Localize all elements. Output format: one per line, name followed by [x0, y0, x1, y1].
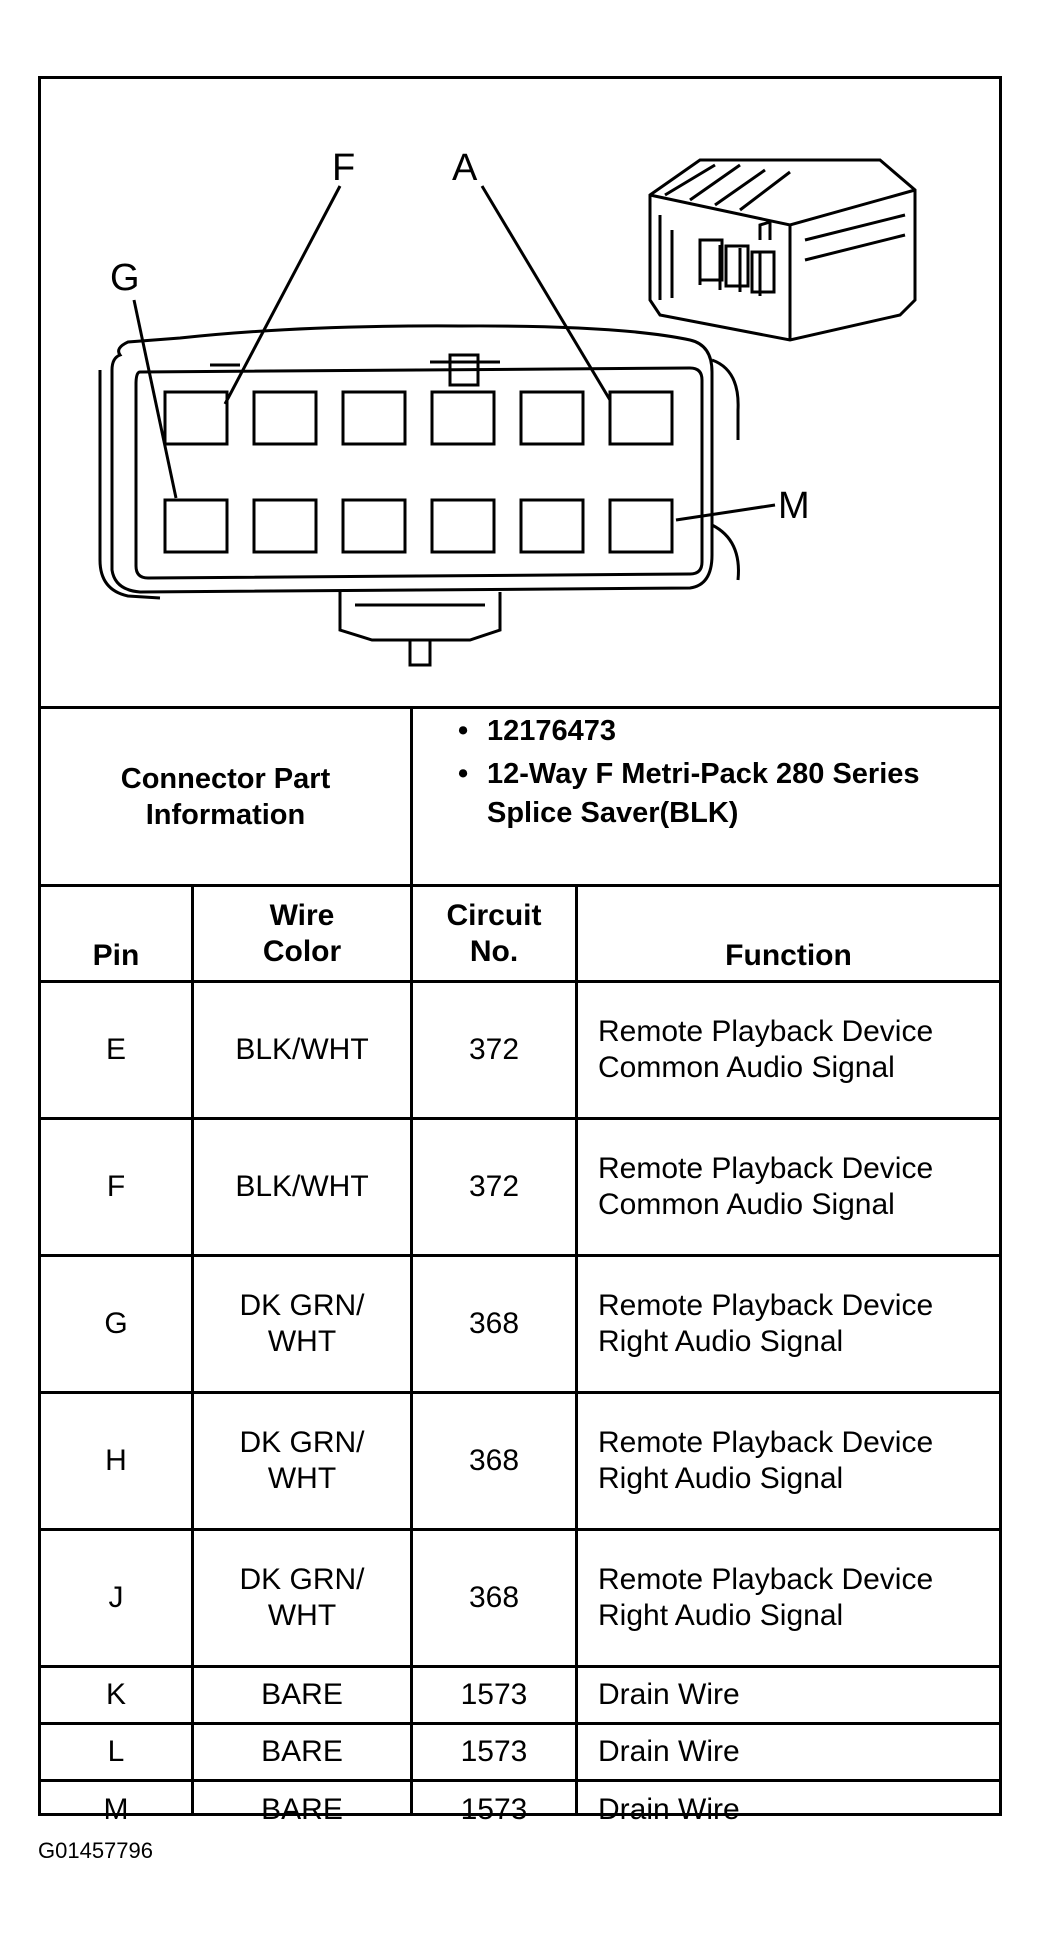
table-row-divider — [38, 1722, 1002, 1725]
connector-right-lug-lower — [711, 523, 740, 581]
callout-leader-f — [223, 185, 342, 405]
part-info-item: 12-Way F Metri-Pack 280 Series Splice Sa… — [452, 755, 992, 833]
pin-cavity-top-2 — [252, 390, 318, 446]
figure-id: G01457796 — [38, 1838, 153, 1863]
table-cell-wire-color: BARE — [261, 1678, 343, 1711]
table-cell-function: Remote Playback Device Common Audio Sign… — [598, 1015, 934, 1084]
callout-leader-m — [675, 503, 776, 522]
pin-cavity-bottom-2 — [252, 498, 318, 554]
header-circuit-no: Circuit No. — [446, 898, 542, 968]
callout-leader-a — [480, 185, 612, 401]
table-cell-pin: E — [105, 1033, 126, 1066]
part-info-item: 12176473 — [452, 712, 992, 751]
table-cell-function: Remote Playback Device Right Audio Signa… — [598, 1563, 934, 1632]
table-cell-wire-color: DK GRN/ WHT — [239, 1426, 365, 1495]
table-cell-pin: M — [103, 1793, 129, 1826]
table-cell-pin: H — [105, 1444, 127, 1477]
table-cell-function: Drain Wire — [598, 1793, 740, 1826]
connector-bottom-tab — [338, 592, 502, 642]
pin-cavity-top-5 — [519, 390, 585, 446]
table-row-divider — [38, 1779, 1002, 1782]
table-row-divider — [38, 1528, 1002, 1531]
table-cell-pin: K — [105, 1678, 126, 1711]
connector-latch — [448, 353, 480, 387]
table-cell-pin: L — [107, 1735, 125, 1768]
table-cell-pin: F — [106, 1170, 126, 1203]
table-row-divider — [38, 1391, 1002, 1394]
table-row-divider — [38, 1254, 1002, 1257]
callout-a: A — [452, 147, 478, 189]
table-cell-wire-color: DK GRN/ WHT — [239, 1563, 365, 1632]
table-column-divider — [191, 887, 194, 1813]
table-cell-wire-color: DK GRN/ WHT — [239, 1289, 365, 1358]
table-row-divider — [38, 1665, 1002, 1668]
table-cell-wire-color: BLK/WHT — [235, 1170, 369, 1203]
table-cell-circuit-no: 1573 — [460, 1678, 528, 1711]
table-cell-function: Drain Wire — [598, 1735, 740, 1768]
table-cell-circuit-no: 368 — [468, 1581, 520, 1614]
pin-cavity-bottom-1 — [163, 498, 229, 554]
pin-cavity-top-4 — [430, 390, 496, 446]
table-cell-circuit-no: 372 — [468, 1170, 520, 1203]
table-cell-function: Drain Wire — [598, 1678, 740, 1711]
table-cell-circuit-no: 368 — [468, 1444, 520, 1477]
header-function: Function — [725, 939, 852, 972]
divider-part-info — [38, 884, 1002, 887]
table-cell-circuit-no: 368 — [468, 1307, 520, 1340]
pin-cavity-top-6 — [608, 390, 674, 446]
connector-housing-outer — [110, 324, 714, 594]
callout-g: G — [110, 257, 140, 299]
connector-isometric-view — [648, 158, 917, 342]
connector-bottom-key — [408, 640, 432, 667]
callout-leader-g — [132, 299, 178, 499]
table-column-divider — [575, 887, 578, 1813]
table-cell-function: Remote Playback Device Common Audio Sign… — [598, 1152, 934, 1221]
pin-cavity-top-1 — [163, 390, 229, 446]
divider-header — [38, 980, 1002, 983]
table-cell-pin: J — [108, 1581, 124, 1614]
table-cell-circuit-no: 372 — [468, 1033, 520, 1066]
pin-cavity-bottom-3 — [341, 498, 407, 554]
connector-figure-frame — [38, 76, 1002, 1816]
divider-diagram — [38, 706, 1002, 709]
callout-f: F — [332, 147, 355, 189]
connector-housing-rim — [98, 370, 161, 600]
table-cell-wire-color: BARE — [261, 1735, 343, 1768]
table-cell-wire-color: BLK/WHT — [235, 1033, 369, 1066]
divider-part-info-vertical — [410, 706, 413, 886]
table-cell-wire-color: BARE — [261, 1793, 343, 1826]
connector-diagram: F A G M — [98, 147, 917, 667]
part-info-label: Connector Part Information — [120, 762, 331, 831]
table-cell-function: Remote Playback Device Right Audio Signa… — [598, 1426, 934, 1495]
table-row-divider — [38, 1117, 1002, 1120]
pin-cavity-bottom-6 — [608, 498, 674, 554]
connector-housing-inner — [134, 366, 704, 580]
table-cell-function: Remote Playback Device Right Audio Signa… — [598, 1289, 934, 1358]
connector-right-lug — [711, 358, 740, 440]
pin-cavity-bottom-4 — [430, 498, 496, 554]
table-column-divider — [410, 887, 413, 1813]
part-info-list: 12176473 12-Way F Metri-Pack 280 Series … — [452, 708, 992, 833]
header-pin: Pin — [92, 939, 140, 972]
header-wire-color: Wire Color — [262, 898, 342, 968]
table-cell-pin: G — [104, 1307, 128, 1340]
connector-top-notch — [210, 360, 500, 367]
callout-m: M — [778, 485, 810, 527]
pin-cavity-bottom-5 — [519, 498, 585, 554]
table-cell-circuit-no: 1573 — [460, 1793, 528, 1826]
pin-cavity-top-3 — [341, 390, 407, 446]
table-cell-circuit-no: 1573 — [460, 1735, 528, 1768]
